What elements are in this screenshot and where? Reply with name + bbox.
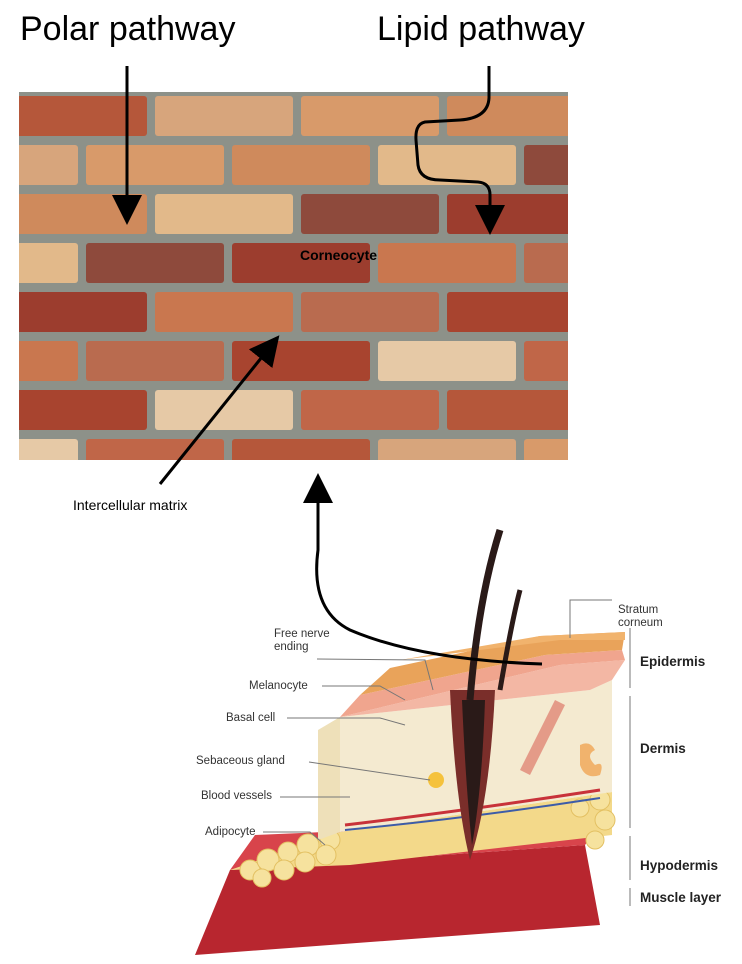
brick bbox=[447, 194, 585, 234]
hypodermis-label: Hypodermis bbox=[640, 858, 718, 873]
brick bbox=[447, 292, 585, 332]
brick bbox=[378, 243, 516, 283]
brick-wall-image bbox=[0, 92, 662, 479]
brick bbox=[301, 292, 439, 332]
brick bbox=[232, 341, 370, 381]
brick bbox=[9, 292, 147, 332]
brick bbox=[232, 145, 370, 185]
skin-cross-section-image bbox=[195, 530, 625, 955]
brick bbox=[447, 390, 585, 430]
brick bbox=[86, 439, 224, 479]
brick bbox=[378, 341, 516, 381]
dermis-label: Dermis bbox=[640, 741, 686, 756]
free-nerve-ending-label: Free nerve ending bbox=[274, 628, 330, 654]
corneocyte-label: Corneocyte bbox=[300, 247, 377, 263]
brick bbox=[86, 145, 224, 185]
brick bbox=[155, 194, 293, 234]
brick bbox=[86, 243, 224, 283]
melanocyte-label: Melanocyte bbox=[249, 680, 308, 692]
brick bbox=[0, 439, 78, 479]
sebaceous-gland-label: Sebaceous gland bbox=[196, 755, 285, 767]
brick bbox=[524, 145, 662, 185]
lipid-pathway-title: Lipid pathway bbox=[377, 10, 585, 49]
brick bbox=[0, 145, 78, 185]
intercellular-matrix-label: Intercellular matrix bbox=[73, 497, 187, 513]
polar-pathway-title: Polar pathway bbox=[20, 10, 235, 49]
brick bbox=[155, 96, 293, 136]
brick bbox=[155, 390, 293, 430]
brick bbox=[447, 96, 585, 136]
stratum-corneum-label: Stratum corneum bbox=[618, 604, 663, 630]
brick bbox=[9, 390, 147, 430]
brick bbox=[378, 439, 516, 479]
muscle-layer-label: Muscle layer bbox=[640, 890, 721, 905]
brick bbox=[524, 439, 662, 479]
brick bbox=[155, 292, 293, 332]
epidermis-label: Epidermis bbox=[640, 654, 705, 669]
adipocyte-label: Adipocyte bbox=[205, 826, 256, 838]
brick bbox=[301, 390, 439, 430]
brick bbox=[524, 243, 662, 283]
brick bbox=[86, 341, 224, 381]
blood-vessels-label: Blood vessels bbox=[201, 790, 272, 802]
brick bbox=[301, 194, 439, 234]
brick bbox=[524, 341, 662, 381]
brick bbox=[0, 243, 78, 283]
brick bbox=[0, 341, 78, 381]
brick bbox=[232, 439, 370, 479]
basal-cell-label: Basal cell bbox=[226, 712, 275, 724]
